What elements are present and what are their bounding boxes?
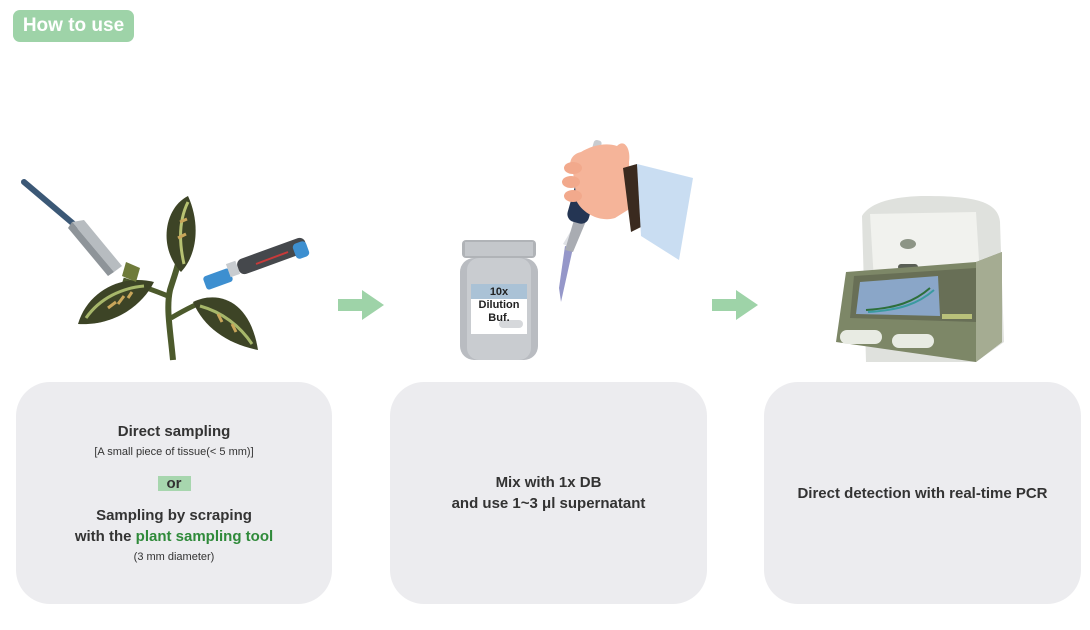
step-line: Direct detection with real-time PCR — [797, 484, 1048, 502]
pcr-machine-illustration — [836, 196, 1004, 362]
plant-sampling-tool-highlight: plant sampling tool — [135, 528, 274, 545]
step-detail: [A small piece of tissue(< 5 mm)] — [94, 446, 254, 458]
scalpel-icon — [21, 179, 122, 276]
hand-icon — [562, 143, 693, 260]
step-alt-title: Sampling by scraping — [96, 507, 252, 524]
step-card-direct-sampling: Direct sampling [A small piece of tissue… — [16, 382, 332, 604]
step-title: Direct sampling — [117, 423, 231, 440]
or-separator: or — [157, 476, 191, 491]
plant-sampling-tool-icon — [203, 237, 310, 290]
leaf-icon — [166, 196, 196, 272]
dilution-buffer-illustration — [460, 139, 693, 360]
bottle-label: 10x Dilution Buf. — [471, 286, 527, 325]
step-card-pcr-detection: Direct detection with real-time PCR — [764, 382, 1081, 604]
leaf-icon — [78, 279, 154, 325]
step-alt-title-prefix: with the — [74, 528, 136, 545]
pcr-machine-icon — [836, 196, 1004, 362]
leaf-icon — [193, 297, 258, 350]
step-line: Mix with 1x DB — [495, 474, 602, 491]
bottle-icon — [460, 240, 538, 360]
bottle-label-line: Dilution — [478, 299, 520, 311]
bottle-label-line: Buf. — [488, 312, 510, 324]
how-to-use-badge: How to use — [13, 10, 134, 42]
step-alt-detail: (3 mm diameter) — [133, 551, 215, 563]
leaf-icon — [122, 262, 140, 282]
plant-sampling-illustration — [21, 179, 310, 361]
step-card-mix-buffer: Mix with 1x DB and use 1~3 μl supernatan… — [390, 382, 707, 604]
bottle-label-line: 10x — [489, 286, 509, 298]
step-alt-title-line2: with the plant sampling tool — [75, 526, 273, 547]
arrow-right-icon — [712, 290, 758, 320]
arrow-right-icon — [338, 290, 384, 320]
step-line: and use 1~3 μl supernatant — [451, 495, 646, 512]
